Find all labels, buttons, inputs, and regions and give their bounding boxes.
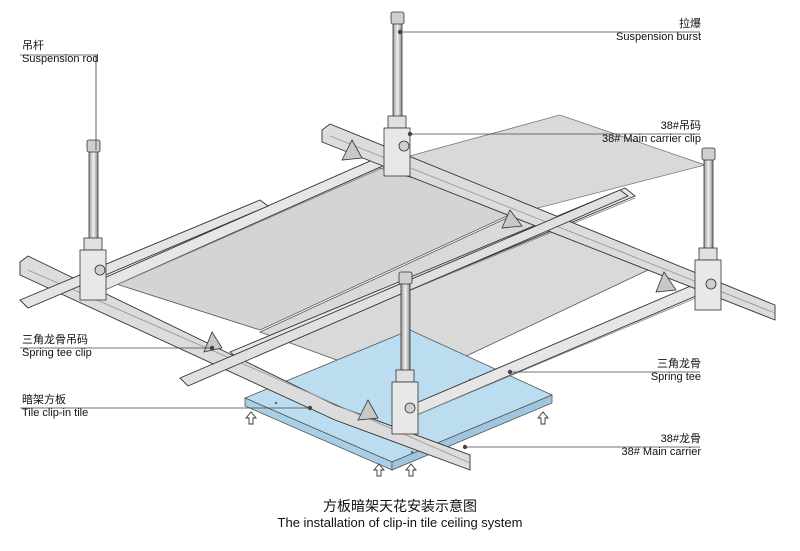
label-zh: 三角龙骨 [657,358,701,370]
up-arrow-icon [245,411,257,425]
suspension-rod [88,149,99,243]
label-en: Spring tee clip [22,347,92,359]
label-spring-tee: 三角龙骨 Spring tee [651,358,701,384]
label-zh: 38#吊码 [660,120,701,132]
label-en: Suspension rod [22,53,99,65]
label-tile-clip-in: 暗架方板 Tile clip-in tile [22,394,88,420]
label-spring-tee-clip: 三角龙骨吊码 Spring tee clip [22,334,92,360]
label-en: Spring tee [650,371,701,383]
label-en: Tile clip-in tile [22,407,89,419]
up-arrow-icon [537,411,549,425]
leader-lines [20,29,700,450]
label-main-carrier: 38#龙骨 38# Main carrier [622,433,701,459]
caption-en: The installation of clip-in tile ceiling… [277,515,523,530]
label-suspension-burst: 拉爆 Suspension burst [616,18,701,44]
spring-tee-clips [203,139,677,421]
label-en: 38# Main carrier clip [601,133,701,145]
suspension-rod [400,281,411,375]
main-carrier-clip [383,127,411,177]
suspension-rods [79,11,722,435]
caption-zh: 方板暗架天花安装示意图 [323,498,477,514]
arrows [245,411,549,477]
label-zh: 吊杆 [22,40,44,52]
label-zh: 拉爆 [679,18,701,30]
main-carrier-clip [79,249,107,301]
label-en: 38# Main carrier [621,446,701,458]
suspension-rod [392,21,403,123]
label-zh: 38#龙骨 [660,433,701,445]
label-main-carrier-clip: 38#吊码 38# Main carrier clip [602,120,701,146]
label-suspension-rod: 吊杆 Suspension rod [22,40,98,66]
label-en: Suspension burst [616,31,701,43]
up-arrow-icon [373,463,385,477]
label-zh: 三角龙骨吊码 [22,334,88,346]
suspension-rod [703,157,714,253]
diagram-caption: 方板暗架天花安装示意图 The installation of clip-in … [0,497,800,531]
up-arrow-icon [405,463,417,477]
label-zh: 暗架方板 [22,394,66,406]
